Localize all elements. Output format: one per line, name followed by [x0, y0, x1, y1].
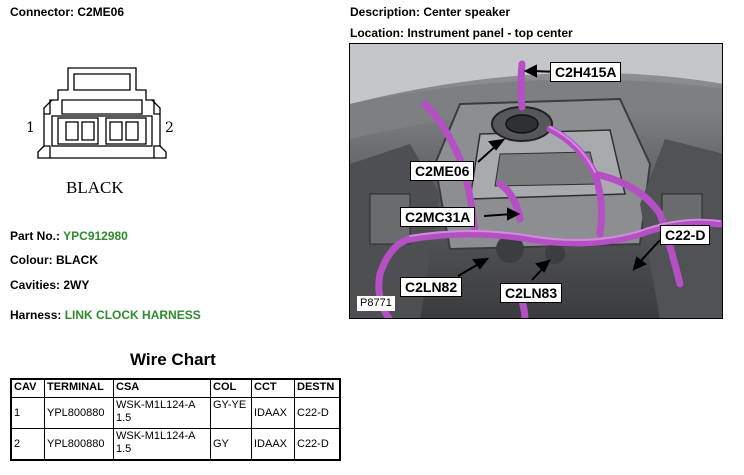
header-col: COL	[210, 378, 252, 398]
table-row: 1 YPL800880 WSK-M1L124-A 1.5 GY-YE IDAAX…	[10, 397, 341, 429]
cavities-value: 2WY	[63, 278, 90, 292]
cell-col: GY-YE	[210, 397, 252, 429]
part-number-row: Part No.: YPC912980	[10, 229, 128, 243]
cell-csa: WSK-M1L124-A 1.5	[113, 397, 211, 429]
harness-row: Harness: LINK CLOCK HARNESS	[10, 308, 201, 322]
header-cav: CAV	[10, 378, 45, 398]
harness-value[interactable]: LINK CLOCK HARNESS	[64, 308, 201, 322]
cell-terminal: YPL800880	[44, 397, 114, 429]
table-row: 2 YPL800880 WSK-M1L124-A 1.5 GY IDAAX C2…	[10, 428, 341, 461]
callout-c2mc31a: C2MC31A	[400, 207, 476, 227]
pin-2-label: 2	[165, 120, 174, 136]
header-csa: CSA	[113, 378, 211, 398]
cell-cct: IDAAX	[251, 397, 295, 429]
figure-id: P8771	[357, 296, 395, 311]
header-destn: DESTN	[294, 378, 341, 398]
callout-c2ln82: C2LN82	[400, 277, 463, 297]
harness-label: Harness:	[10, 308, 62, 322]
cell-csa: WSK-M1L124-A 1.5	[113, 428, 211, 461]
callout-c2h415a: C2H415A	[550, 62, 622, 82]
cell-cav: 1	[10, 397, 45, 429]
description-text: Description: Center speaker	[350, 5, 511, 19]
table-header-row: CAV TERMINAL CSA COL CCT DESTN	[10, 378, 341, 398]
connector-title: Connector: C2ME06	[10, 5, 125, 19]
callout-c22-d: C22-D	[660, 225, 711, 245]
cavities-row: Cavities: 2WY	[10, 278, 89, 292]
cell-terminal: YPL800880	[44, 428, 114, 461]
location-text: Location: Instrument panel - top center	[350, 26, 573, 40]
engine-bay-illustration	[350, 44, 722, 318]
part-number-value[interactable]: YPC912980	[63, 229, 128, 243]
connector-color-text: BLACK	[66, 178, 124, 197]
cell-col: GY	[210, 428, 252, 461]
header-cct: CCT	[251, 378, 295, 398]
cell-destn: C22-D	[294, 428, 341, 461]
colour-label: Colour:	[10, 253, 53, 267]
cavities-label: Cavities:	[10, 278, 61, 292]
pin-1-label: 1	[26, 120, 35, 136]
callout-c2ln83: C2LN83	[500, 283, 563, 303]
colour-value: BLACK	[56, 253, 98, 267]
callout-c2me06: C2ME06	[410, 161, 475, 181]
location-photo: C2H415A C2ME06 C2MC31A C2LN82 C2LN83 C22…	[349, 43, 723, 319]
wire-chart-title: Wire Chart	[130, 350, 216, 369]
cell-destn: C22-D	[294, 397, 341, 429]
connector-face-diagram	[37, 67, 167, 159]
cell-cav: 2	[10, 428, 45, 461]
wire-chart-table: CAV TERMINAL CSA COL CCT DESTN 1 YPL8008…	[10, 378, 341, 461]
colour-row: Colour: BLACK	[10, 253, 98, 267]
header-terminal: TERMINAL	[44, 378, 114, 398]
part-number-label: Part No.:	[10, 229, 61, 243]
cell-cct: IDAAX	[251, 428, 295, 461]
